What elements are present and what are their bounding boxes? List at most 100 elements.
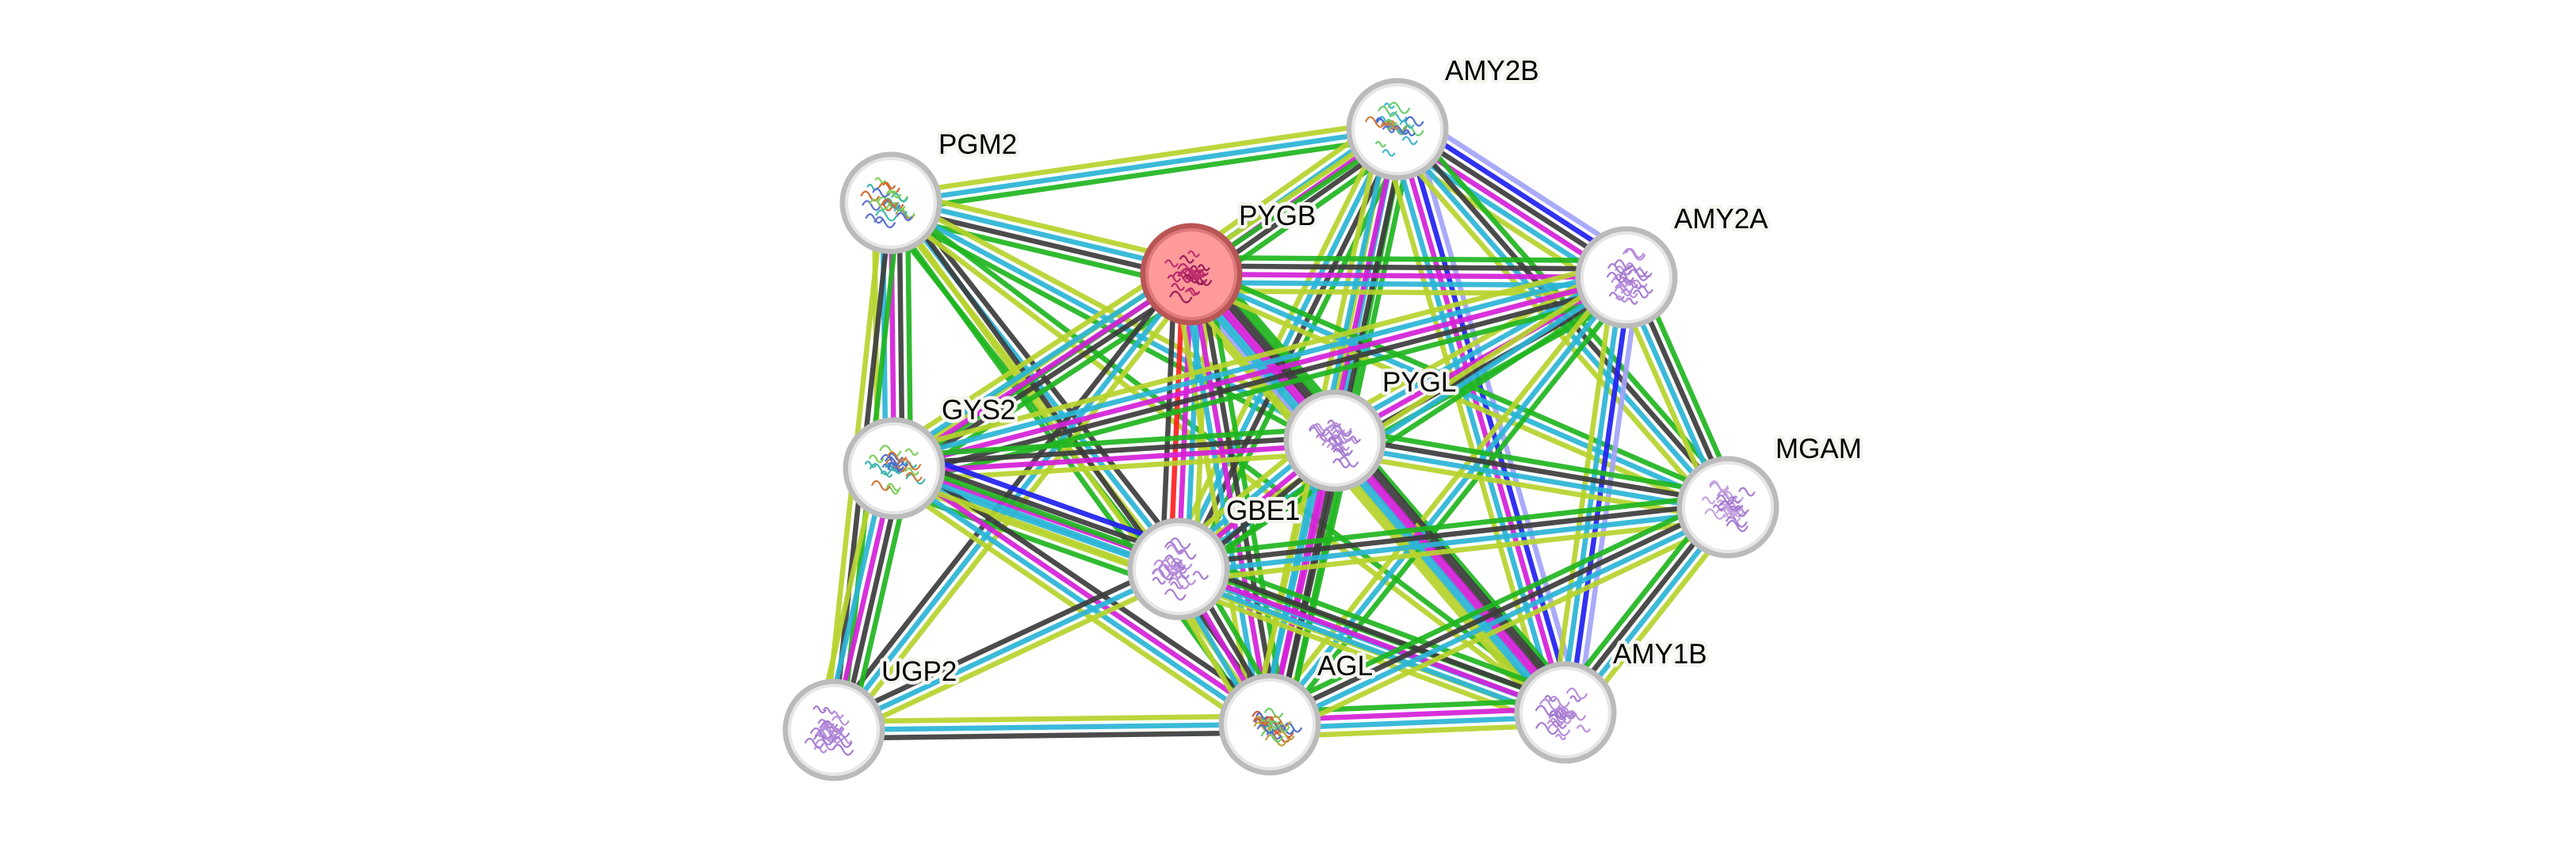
- node-label: PGM2: [938, 129, 1017, 160]
- edge-evidence-coexpression[interactable]: [1335, 434, 1729, 506]
- edge-gbe1-amy1b[interactable]: [1171, 551, 1573, 731]
- edge-evidence-textmining[interactable]: [892, 188, 1195, 265]
- edge-evidence-neighborhood[interactable]: [1274, 281, 1635, 731]
- edge-evidence-database[interactable]: [1183, 277, 1561, 720]
- edge-evidence-experiments[interactable]: [893, 274, 1627, 472]
- node-label: GBE1: [1226, 495, 1300, 526]
- edge-evidence-database[interactable]: [1179, 508, 1729, 576]
- node-amy2b[interactable]: AMY2B: [1346, 52, 1542, 181]
- node-label: MGAM: [1775, 434, 1862, 464]
- edge-evidence-textmining[interactable]: [1191, 288, 1626, 297]
- node-gys2[interactable]: GYS2: [843, 392, 1019, 520]
- edge-evidence-coexpression[interactable]: [1342, 430, 1577, 706]
- protein-structure-icon: [1535, 687, 1592, 741]
- node-ugp2[interactable]: UGP2: [782, 653, 961, 781]
- edge-evidence-coexpression[interactable]: [1159, 273, 1178, 569]
- edge-evidence-coexpression[interactable]: [897, 454, 1184, 560]
- edge-evidence-experiments[interactable]: [895, 462, 1274, 724]
- edge-evidence-neighborhood[interactable]: [1263, 493, 1724, 716]
- edge-evidence-coexpression[interactable]: [893, 434, 1335, 468]
- edge-gbe1-ugp2[interactable]: [829, 559, 1183, 740]
- edge-evidence-experiments[interactable]: [1333, 275, 1628, 443]
- edge-evidence-coexpression[interactable]: [1191, 263, 1627, 272]
- edge-evidence-database[interactable]: [1175, 574, 1564, 723]
- node-amy1b[interactable]: AMY1B: [1514, 636, 1710, 764]
- edge-pygl-gys2[interactable]: [892, 426, 1336, 483]
- edge-evidence-experiments[interactable]: [1177, 566, 1567, 716]
- edge-evidence-neighborhood[interactable]: [897, 291, 1632, 487]
- edge-agl-mgam[interactable]: [1263, 493, 1735, 739]
- edge-evidence-database[interactable]: [1329, 441, 1565, 717]
- edge-evidence-database[interactable]: [1270, 508, 1731, 731]
- node-label: AMY1B: [1613, 639, 1707, 670]
- edge-evidence-textmining[interactable]: [894, 450, 1336, 483]
- edge-gbe1-mgam[interactable]: [1176, 492, 1730, 584]
- node-mgam[interactable]: MGAM: [1676, 430, 1865, 559]
- edge-evidence-database[interactable]: [832, 567, 1180, 732]
- edge-evidence-neighborhood[interactable]: [1202, 262, 1580, 704]
- node-gbe1[interactable]: GBE1: [1127, 492, 1304, 621]
- edge-evidence-neighborhood[interactable]: [1283, 443, 1354, 729]
- edge-evidence-cooccurrence[interactable]: [900, 446, 1187, 552]
- edge-evidence-textmining[interactable]: [1172, 277, 1256, 728]
- edge-evidence-neighborhood[interactable]: [886, 485, 1173, 591]
- edge-evidence-textmining[interactable]: [1261, 270, 1622, 721]
- edge-evidence-database[interactable]: [889, 201, 1336, 443]
- node-pygb[interactable]: PYGB: [1140, 197, 1320, 326]
- edge-evidence-database[interactable]: [888, 265, 1189, 464]
- protein-structure-icon: [1606, 247, 1653, 305]
- edge-evidence-experiments[interactable]: [1189, 272, 1568, 715]
- edge-evidence-database[interactable]: [890, 469, 1269, 731]
- edge-ugp2-agl[interactable]: [833, 713, 1271, 741]
- edge-evidence-neighborhood[interactable]: [1176, 492, 1727, 560]
- edge-pgm2-amy2b[interactable]: [889, 118, 1399, 214]
- edge-evidence-neighborhood[interactable]: [1336, 426, 1731, 498]
- edge-evidence-experiments[interactable]: [1394, 128, 1569, 713]
- node-label: UGP2: [881, 656, 957, 687]
- edge-evidence-coexpression[interactable]: [834, 730, 1271, 741]
- node-label: AMY2A: [1674, 204, 1768, 235]
- edge-evidence-cooccurrence[interactable]: [1402, 126, 1577, 711]
- edge-evidence-coexpression[interactable]: [1178, 500, 1728, 568]
- edge-evidence-homology[interactable]: [1575, 278, 1642, 715]
- node-amy2a[interactable]: AMY2A: [1575, 201, 1772, 329]
- edge-evidence-textmining[interactable]: [833, 713, 1270, 724]
- edge-evidence-textmining[interactable]: [889, 258, 1623, 455]
- edge-amy2a-gys2[interactable]: [889, 258, 1632, 487]
- edge-evidence-textmining[interactable]: [836, 574, 1183, 740]
- node-pygl[interactable]: PYGL: [1283, 364, 1460, 492]
- protein-structure-icon: [860, 177, 915, 229]
- edge-evidence-database[interactable]: [891, 266, 1626, 463]
- edge-evidence-experiments[interactable]: [1188, 273, 1273, 725]
- node-pgm2[interactable]: PGM2: [839, 126, 1021, 254]
- edge-evidence-textmining[interactable]: [1251, 436, 1321, 722]
- edge-evidence-cooccurrence[interactable]: [1566, 277, 1634, 714]
- edge-evidence-textmining[interactable]: [1274, 516, 1735, 739]
- edge-evidence-database[interactable]: [833, 721, 1271, 733]
- edge-evidence-textmining[interactable]: [883, 258, 1184, 457]
- node-agl[interactable]: AGL: [1218, 647, 1377, 776]
- edge-evidence-experiments[interactable]: [894, 441, 1336, 476]
- edge-evidence-coexpression[interactable]: [896, 279, 1198, 478]
- edge-amy2a-agl[interactable]: [1261, 270, 1635, 731]
- edge-evidence-textmining[interactable]: [889, 118, 1397, 197]
- edge-evidence-database[interactable]: [891, 196, 1193, 273]
- edge-evidence-neighborhood[interactable]: [892, 135, 1399, 214]
- edge-evidence-coexpression[interactable]: [895, 283, 1630, 479]
- node-label: PYGB: [1239, 201, 1316, 231]
- edge-evidence-textmining[interactable]: [1179, 517, 1730, 584]
- edge-evidence-database[interactable]: [1267, 275, 1629, 727]
- edge-evidence-coexpression[interactable]: [1180, 559, 1569, 708]
- node-label: GYS2: [942, 395, 1015, 426]
- edge-evidence-database[interactable]: [890, 126, 1398, 206]
- edge-evidence-neighborhood[interactable]: [1191, 254, 1627, 264]
- edge-pygb-amy1b[interactable]: [1176, 262, 1580, 725]
- edge-evidence-neighborhood[interactable]: [1183, 551, 1573, 700]
- edge-evidence-neighborhood[interactable]: [892, 426, 1335, 459]
- edge-evidence-coexpression[interactable]: [1267, 501, 1728, 724]
- edge-evidence-experiments[interactable]: [1336, 436, 1571, 712]
- edge-evidence-coexpression[interactable]: [1195, 267, 1574, 709]
- edge-evidence-coexpression[interactable]: [829, 559, 1176, 725]
